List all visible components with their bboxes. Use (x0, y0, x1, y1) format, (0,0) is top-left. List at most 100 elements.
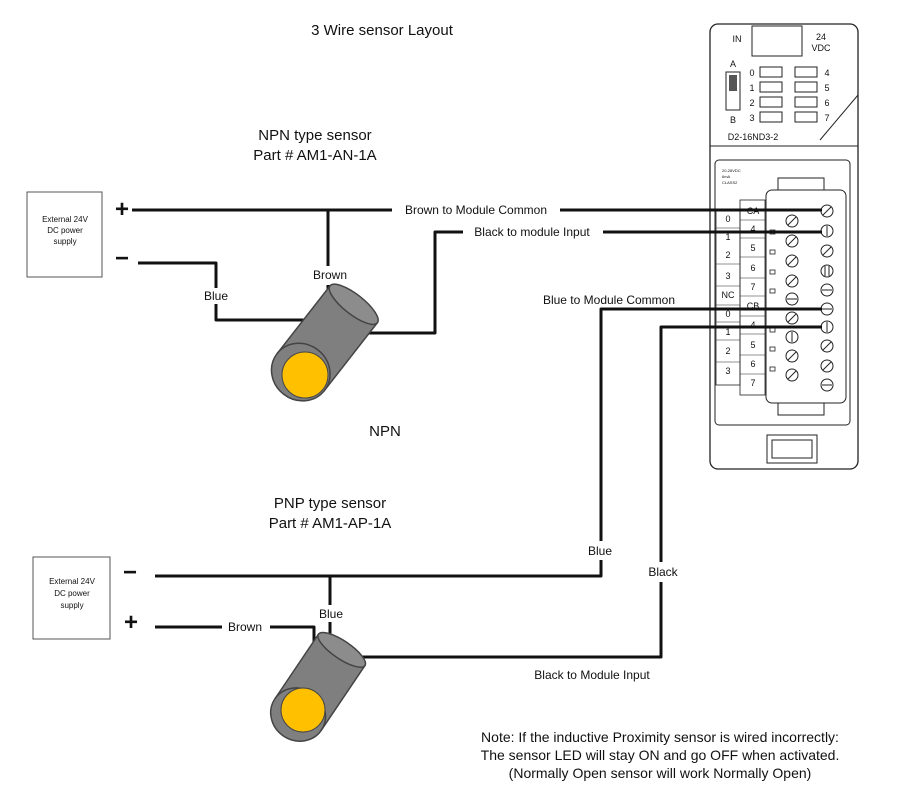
terminal-label: 3 (725, 271, 730, 281)
module-rating-line: 6mA (722, 174, 731, 179)
npn-part-number: Part # AM1-AN-1A (253, 147, 376, 164)
pnp-wire-brown-to-sensor (270, 625, 316, 648)
module-vdc-number: 24 (816, 32, 826, 42)
led-indicator (794, 81, 818, 93)
terminal-label: 0 (725, 309, 730, 319)
input-module: IN 24 VDC A B 0 4 1 5 2 6 3 7 D2- (709, 23, 859, 470)
module-in-label: IN (733, 34, 742, 44)
led-label: 2 (749, 98, 754, 108)
pnp-part-number: Part # AM1-AP-1A (269, 515, 392, 532)
npn-proximity-sensor (270, 283, 379, 402)
npn-blue-wire-label: Blue (204, 289, 228, 303)
switch-label-b: B (730, 115, 736, 125)
module-rating-line: 20-28VDC (722, 168, 741, 173)
module-rating-line: CLASS2 (722, 180, 738, 185)
status-leds: 0 4 1 5 2 6 3 7 (749, 66, 830, 123)
npn-brown-wire-label: Brown (313, 268, 347, 282)
pnp-plus-terminal: + (124, 609, 138, 636)
terminal-tick (769, 366, 776, 372)
npn-wire-blue (138, 261, 218, 288)
screw-slot (822, 206, 832, 216)
npn-wire-blue-to-sensor (214, 304, 310, 322)
npn-sensor-face (281, 351, 329, 399)
led-indicator (794, 96, 818, 108)
screw-slot (787, 216, 797, 226)
led-label: 1 (749, 83, 754, 93)
terminal-tick (769, 249, 776, 255)
led-indicator (759, 96, 783, 108)
terminal-label: 4 (750, 320, 755, 330)
terminal-label: 0 (725, 214, 730, 224)
led-indicator (759, 81, 783, 93)
terminal-label: 1 (725, 327, 730, 337)
led-label: 6 (824, 98, 829, 108)
terminal-block-cover (714, 159, 851, 426)
screw-slot (787, 276, 797, 286)
screw-slot (822, 246, 832, 256)
pnp-black-to-input-label: Black to Module Input (534, 668, 650, 682)
terminal-label: 7 (750, 378, 755, 388)
terminal-label: 5 (750, 340, 755, 350)
pnp-power-supply (32, 556, 111, 640)
npn-black-to-input-label: Black to module Input (474, 225, 590, 239)
terminal-tick (769, 346, 776, 352)
terminal-label: 5 (750, 243, 755, 253)
terminal-tick (769, 269, 776, 275)
note-line: Note: If the inductive Proximity sensor … (481, 729, 839, 745)
pnp-brown-wire-label: Brown (228, 620, 262, 634)
terminal-label: CB (747, 301, 760, 311)
led-indicator (759, 111, 783, 123)
led-label: 5 (824, 83, 829, 93)
npn-supply-line: External 24V (42, 215, 88, 224)
module-vdc-unit: VDC (811, 43, 831, 53)
pnp-wires (155, 307, 822, 659)
pnp-proximity-sensor (269, 631, 367, 742)
pnp-supply-line: DC power (54, 589, 90, 598)
screw-slot (787, 256, 797, 266)
ab-switch-lever (729, 75, 737, 91)
pnp-blue-to-common-label: Blue to Module Common (543, 293, 675, 307)
terminal-label: 1 (725, 232, 730, 242)
terminal-screw[interactable] (820, 264, 834, 278)
npn-wire-black (340, 230, 463, 335)
npn-minus-terminal: − (115, 245, 129, 272)
npn-heading: NPN type sensor (258, 127, 371, 144)
npn-brown-to-common-label: Brown to Module Common (405, 203, 547, 217)
diagram-title: 3 Wire sensor Layout (311, 22, 454, 39)
module-bottom-connector (766, 434, 818, 464)
terminal-label: 7 (750, 282, 755, 292)
terminal-label: 4 (750, 224, 755, 234)
terminal-label: 2 (725, 250, 730, 260)
pnp-wire-black (342, 582, 663, 659)
terminal-label-column-right (739, 199, 766, 396)
terminal-label: 3 (725, 366, 730, 376)
pnp-supply-line: supply (60, 601, 83, 610)
npn-supply-line: supply (53, 237, 76, 246)
npn-power-supply (26, 191, 103, 278)
pnp-sensor-back (317, 631, 367, 668)
led-indicator (759, 66, 783, 78)
terminal-label: NC (722, 290, 735, 300)
terminal-label: 6 (750, 359, 755, 369)
pnp-supply-line: External 24V (49, 577, 95, 586)
terminal-label: 2 (725, 346, 730, 356)
terminal-label: 6 (750, 263, 755, 273)
screw-slot (787, 351, 797, 361)
screw-slot (787, 370, 797, 380)
screw-slot (787, 313, 797, 323)
module-housing (709, 23, 859, 470)
screw-slot (787, 236, 797, 246)
led-label: 7 (824, 113, 829, 123)
module-model: D2-16ND3-2 (728, 132, 779, 142)
led-indicator (794, 111, 818, 123)
screw-slot (822, 361, 832, 371)
led-label: 3 (749, 113, 754, 123)
npn-supply-line: DC power (47, 226, 83, 235)
npn-caption: NPN (369, 423, 401, 440)
pnp-wire-minus (155, 560, 603, 578)
pnp-wire-black-input (659, 325, 822, 562)
npn-sensor-back (328, 283, 379, 326)
pnp-sensor-face (280, 687, 326, 733)
screw-slots (787, 206, 832, 386)
